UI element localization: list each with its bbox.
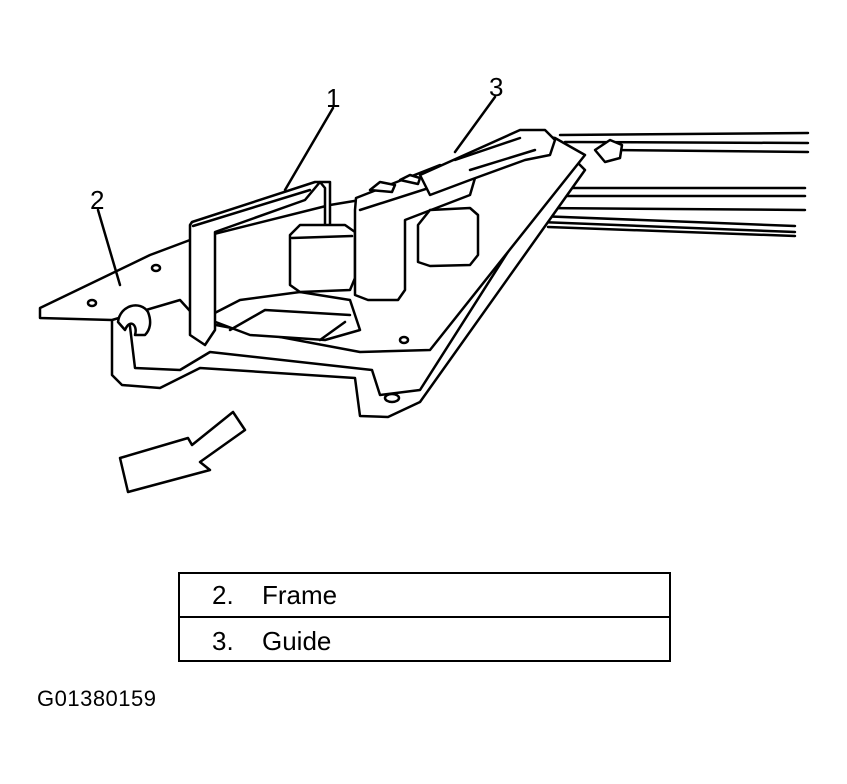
direction-arrow-icon [118,410,247,494]
leader-line-2 [96,208,122,287]
frame-hole-mid [150,263,162,273]
legend-number: 3. [212,625,234,656]
legend-row: 2. Frame [180,574,669,618]
frame-inner-tray [203,290,362,342]
callout-number-3: 3 [489,72,504,102]
cable-fitting [593,138,624,164]
legend-label: Guide [262,625,332,656]
callout-number-2: 2 [90,185,105,215]
callout-number-1: 1 [326,83,341,113]
legend-number: 2. [212,579,234,610]
guide-rails [536,131,810,238]
frame-hole-left [86,298,98,308]
frame-lower-channel [110,158,587,419]
legend-row: 3. Guide [180,619,669,663]
frame-hole-plate [398,335,410,345]
leader-line-3 [453,95,497,154]
slider-block-right [416,206,480,268]
leader-line-1 [283,106,335,192]
sunroof-guide-illustration [38,95,810,494]
shoe-bracket [188,180,332,347]
figure-id: G01380159 [37,686,157,711]
legend-table: 2. Frame 3. Guide [178,572,671,662]
guide-top-bar [418,128,557,197]
frame-hole-lower [383,392,401,404]
frame-bead [116,304,152,337]
legend-label: Frame [262,579,338,610]
